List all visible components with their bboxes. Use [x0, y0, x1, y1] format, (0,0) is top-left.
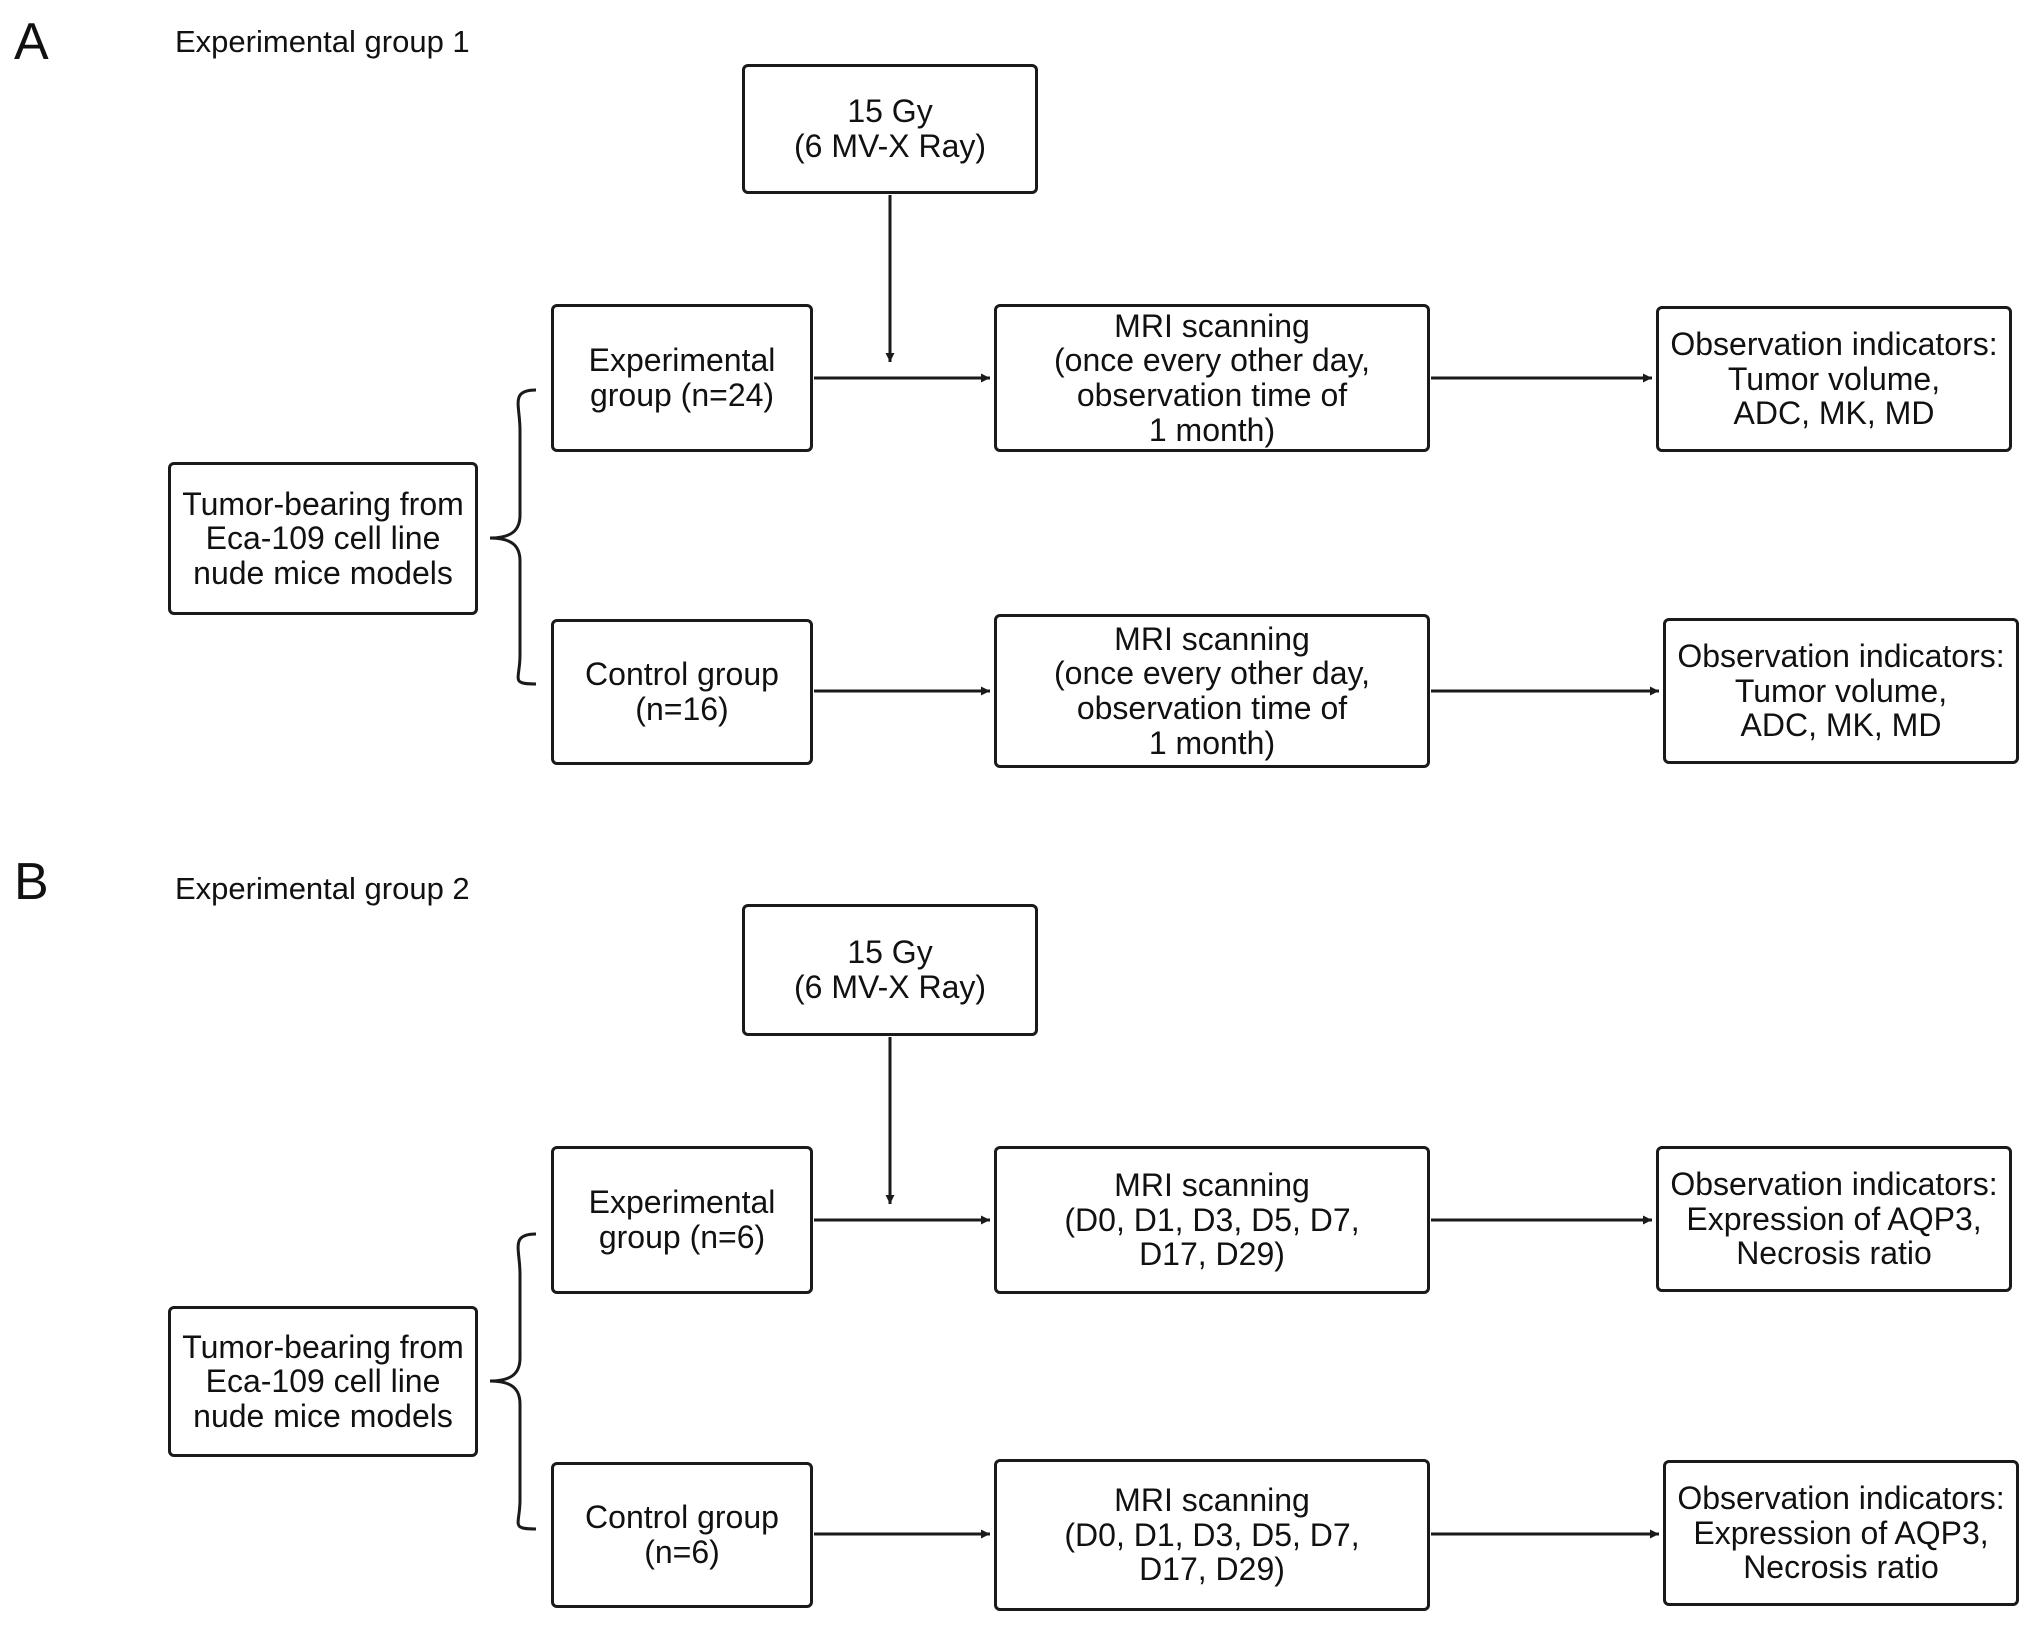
- panel-b-scan-control-box: MRI scanning (D0, D1, D3, D5, D7, D17, D…: [994, 1459, 1430, 1611]
- panel-a-model-text: Tumor-bearing from Eca-109 cell line nud…: [182, 485, 464, 591]
- panel-a-indicators-experimental-box: Observation indicators: Tumor volume, AD…: [1656, 306, 2012, 452]
- panel-a-experimental-group-box: Experimental group (n=24): [551, 304, 813, 452]
- panel-a-scan-experimental-box: MRI scanning (once every other day, obse…: [994, 304, 1430, 452]
- panel-b-model-text: Tumor-bearing from Eca-109 cell line nud…: [182, 1328, 464, 1434]
- panel-a-control-group-text: Control group (n=16): [585, 656, 779, 727]
- panel-a-control-group-box: Control group (n=16): [551, 619, 813, 765]
- panel-b-indicators-control-box: Observation indicators: Expression of AQ…: [1663, 1460, 2019, 1606]
- panel-a-title: Experimental group 1: [175, 24, 470, 59]
- panel-a-model-box: Tumor-bearing from Eca-109 cell line nud…: [168, 462, 478, 615]
- panel-a-dose-text: 15 Gy (6 MV-X Ray): [793, 93, 987, 164]
- panel-a-scan-control-text: MRI scanning (once every other day, obse…: [1053, 620, 1370, 761]
- panel-b-dose-box: 15 Gy (6 MV-X Ray): [742, 904, 1038, 1036]
- panel-b-control-group-box: Control group (n=6): [551, 1462, 813, 1608]
- panel-a-indicators-experimental-text: Observation indicators: Tumor volume, AD…: [1670, 326, 1998, 432]
- panel-a-indicators-control-text: Observation indicators: Tumor volume, AD…: [1677, 638, 2005, 744]
- panel-b-dose-text: 15 Gy (6 MV-X Ray): [793, 934, 987, 1005]
- panel-a-experimental-group-text: Experimental group (n=24): [588, 342, 776, 413]
- panel-b-indicators-experimental-box: Observation indicators: Expression of AQ…: [1656, 1146, 2012, 1292]
- panel-b-control-group-text: Control group (n=6): [585, 1499, 779, 1570]
- panel-b-letter: B: [14, 853, 49, 911]
- panel-a-brace: [489, 388, 537, 686]
- panel-a-indicators-control-box: Observation indicators: Tumor volume, AD…: [1663, 618, 2019, 764]
- panel-b-brace: [489, 1232, 537, 1531]
- panel-b-title: Experimental group 2: [175, 871, 470, 906]
- panel-b-scan-control-text: MRI scanning (D0, D1, D3, D5, D7, D17, D…: [1064, 1482, 1360, 1588]
- panel-b-experimental-group-text: Experimental group (n=6): [588, 1184, 776, 1255]
- panel-b-scan-experimental-box: MRI scanning (D0, D1, D3, D5, D7, D17, D…: [994, 1146, 1430, 1294]
- panel-a-scan-control-box: MRI scanning (once every other day, obse…: [994, 614, 1430, 768]
- panel-b-experimental-group-box: Experimental group (n=6): [551, 1146, 813, 1294]
- panel-b-model-box: Tumor-bearing from Eca-109 cell line nud…: [168, 1306, 478, 1457]
- panel-a-letter: A: [14, 13, 49, 71]
- panel-b-indicators-control-text: Observation indicators: Expression of AQ…: [1677, 1480, 2005, 1586]
- panel-a-scan-experimental-text: MRI scanning (once every other day, obse…: [1053, 307, 1370, 448]
- panel-b-indicators-experimental-text: Observation indicators: Expression of AQ…: [1670, 1166, 1998, 1272]
- panel-b-scan-experimental-text: MRI scanning (D0, D1, D3, D5, D7, D17, D…: [1064, 1167, 1360, 1273]
- panel-a-dose-box: 15 Gy (6 MV-X Ray): [742, 64, 1038, 194]
